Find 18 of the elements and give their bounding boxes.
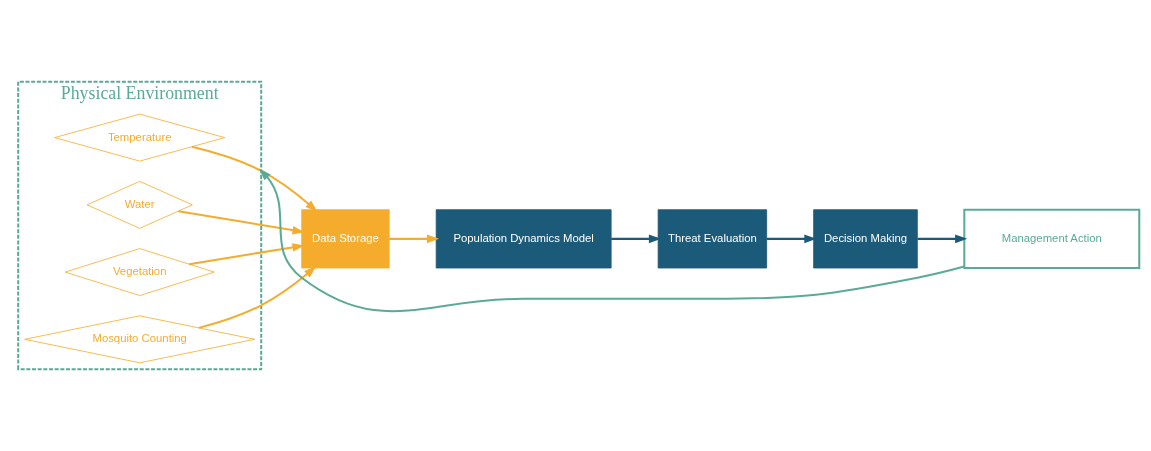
arrow bbox=[766, 234, 817, 244]
node-box: Threat Evaluation bbox=[657, 209, 768, 269]
node-diamond: Vegetation bbox=[64, 248, 215, 296]
arrow bbox=[198, 266, 317, 329]
arrow bbox=[389, 234, 440, 244]
node-diamond: Water bbox=[86, 180, 193, 229]
node-box: Population Dynamics Model bbox=[435, 209, 612, 269]
node-box: Management Action bbox=[963, 208, 1141, 270]
arrow bbox=[189, 243, 305, 266]
node-box: Decision Making bbox=[813, 209, 918, 269]
node-diamond: Mosquito Counting bbox=[24, 315, 256, 364]
arrow bbox=[259, 168, 965, 313]
node-diamond: Temperature bbox=[54, 113, 226, 162]
node-box: Data Storage bbox=[301, 209, 390, 269]
arrow bbox=[178, 210, 305, 235]
arrow bbox=[917, 234, 968, 244]
arrow bbox=[611, 234, 662, 244]
arrow bbox=[191, 145, 318, 212]
